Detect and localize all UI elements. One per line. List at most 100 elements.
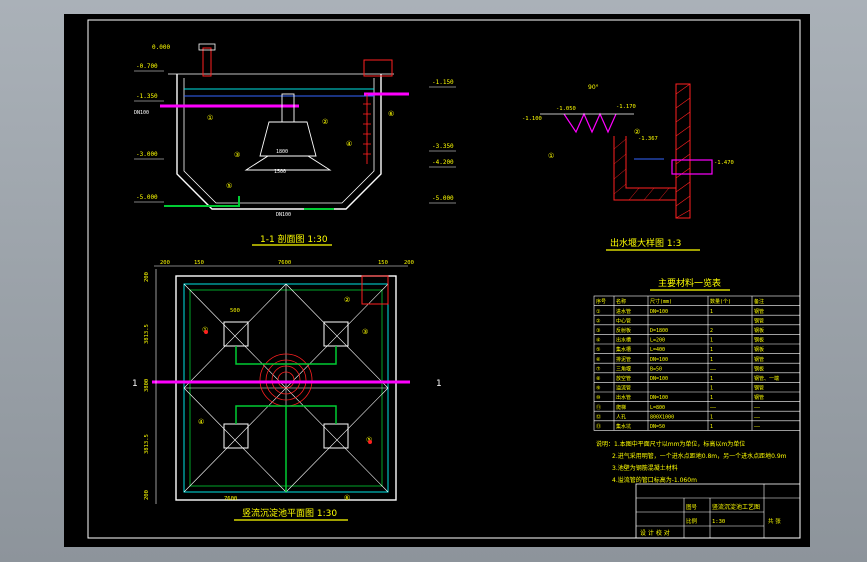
table-cell: 1 <box>710 424 713 430</box>
weir-wall <box>675 83 691 219</box>
table-cell: DN=100 <box>650 309 668 315</box>
cut-mark-left: 1 <box>132 379 138 389</box>
drawing-frame <box>87 19 801 539</box>
plan-manhole <box>361 275 389 305</box>
elev-1: -0.700 <box>136 63 158 70</box>
title-scale: 1:30 <box>712 519 725 525</box>
table-cell: 1 <box>710 357 713 363</box>
table-cell: 排泥管 <box>616 356 631 363</box>
plan-callout-4: ④ <box>198 418 204 426</box>
table-cell: 钢板 <box>754 346 764 353</box>
cut-mark-right: 1 <box>436 379 442 389</box>
table-grid <box>593 295 801 431</box>
plan-title: 竖流沉淀池平面图 1:30 <box>242 507 337 519</box>
elev-r1: -3.350 <box>432 143 454 150</box>
elev-2: -1.350 <box>136 93 158 100</box>
dim-top: 200 150 7600 150 200 <box>160 260 414 266</box>
title-block: 竖流沉淀池工艺图 1:30 图号 比例 共 张 设 计 校 对 <box>635 483 801 539</box>
table-cell: 1 <box>710 309 713 315</box>
table-cell: 钢管 <box>754 394 764 401</box>
plan-sludge-bl <box>235 405 286 424</box>
dim-left-3: 3813.5 <box>144 434 150 454</box>
table-cell: 钢板 <box>754 327 764 334</box>
table-cell: 1 <box>710 376 713 382</box>
table-cell: 2 <box>710 328 713 334</box>
dim-top-0: 200 <box>160 260 170 266</box>
hopper-br <box>323 423 349 449</box>
table-header-cell: 序号 <box>596 298 606 305</box>
table-header-cell: 备注 <box>754 298 764 305</box>
title-label-1: 比例 <box>686 517 698 525</box>
center-pipe <box>281 93 295 123</box>
table-cell: 1 <box>710 386 713 392</box>
reflector-plate <box>244 155 332 171</box>
table-cell: 钢管 <box>754 356 764 363</box>
table-cell: ③ <box>596 328 601 334</box>
elevations-left: 0.000 -0.700 -1.350 -3.000 -5.000 <box>136 44 170 201</box>
section-title: 1-1 剖面图 1:30 <box>260 233 328 245</box>
cad-drawing: 0.000 -0.700 -1.350 -3.000 -5.000 -1.150… <box>87 19 801 539</box>
title-drawing-name: 竖流沉淀池工艺图 <box>712 503 760 511</box>
plan-callout-3: ③ <box>362 328 368 336</box>
table-cell: 进水管 <box>616 308 631 315</box>
table-cell: 出水管 <box>616 394 631 401</box>
sec-callout-1: ① <box>207 114 213 122</box>
table-header-cell: 数量(个) <box>710 298 731 305</box>
plan-red-dots <box>204 330 372 444</box>
ladder-rungs <box>363 103 371 155</box>
table-cell: —— <box>754 414 761 420</box>
hopper-bl <box>223 423 249 449</box>
dim-top-2: 7600 <box>278 260 291 266</box>
weir-teeth <box>563 112 617 134</box>
table-header-cell: 名称 <box>616 298 626 305</box>
title-block-lines <box>636 484 800 538</box>
weir-outlet-pipe <box>671 159 713 175</box>
trough-hatch <box>613 138 670 201</box>
weir-levels: -1.100 -1.050 -1.170 -1.367 -1.470 <box>522 104 734 166</box>
table-cell: 集水坑 <box>616 423 631 430</box>
table-cell: 爬梯 <box>616 404 626 411</box>
weir-callout-2: ② <box>634 128 640 136</box>
table-cell: 集水槽 <box>616 346 631 353</box>
section-outline <box>176 74 382 210</box>
table-cell: 1 <box>710 338 713 344</box>
table-cell: ⑧ <box>596 376 601 382</box>
table-cell: DN=100 <box>650 395 668 401</box>
weir-level-2: -1.170 <box>616 104 636 110</box>
drawing-sheet: 0.000 -0.700 -1.350 -3.000 -5.000 -1.150… <box>64 14 810 547</box>
dim-top-3: 150 <box>378 260 388 266</box>
table-cell: —— <box>710 366 717 372</box>
base-label: 1500 <box>274 169 286 175</box>
section-inner-wall <box>183 78 375 204</box>
table-cell: 出水槽 <box>616 337 631 344</box>
trough-inner <box>625 136 676 189</box>
pipe-label: DN100 <box>134 110 149 116</box>
weir-callouts: ① ② <box>548 128 640 160</box>
table-cell: 放空管 <box>616 375 631 382</box>
elev-left-ticks <box>134 70 164 203</box>
section-callouts: ① ② ③ ④ ⑤ ⑥ <box>207 110 394 190</box>
center-cone <box>259 121 317 157</box>
dim-left-4: 200 <box>144 490 150 500</box>
weir-callout-1: ① <box>548 152 554 160</box>
title-block-frame <box>635 483 801 539</box>
hopper-tr <box>323 321 349 347</box>
weir-level-3: -1.367 <box>638 136 658 142</box>
table-cell: ① <box>596 309 601 315</box>
plan-view: 200 150 7600 150 200 200 3813.5 3800 381… <box>132 260 442 521</box>
dim-left: 200 3813.5 3800 3813.5 200 <box>144 272 150 500</box>
table-cell: ⑥ <box>596 357 601 363</box>
elev-r0: -1.150 <box>432 79 454 86</box>
table-cell: 溢流管 <box>616 385 631 392</box>
elev-r3: -5.000 <box>432 195 454 202</box>
table-cell: 800X1000 <box>650 414 674 420</box>
plan-diagonals <box>183 283 389 493</box>
elev-0: 0.000 <box>152 44 170 51</box>
table-cell: ⑪ <box>596 404 601 411</box>
sec-callout-2: ② <box>322 118 328 126</box>
table-cell: ⑩ <box>596 395 601 401</box>
note-1: 2.进气采用明管，一个进水点距地0.8m，另一个进水点距地0.9m <box>612 452 787 460</box>
weir-level-4: -1.470 <box>714 160 734 166</box>
note-0: 说明：1.本图中平面尺寸以mm为单位，标高以m为单位 <box>596 440 745 448</box>
center-circles <box>259 353 313 407</box>
